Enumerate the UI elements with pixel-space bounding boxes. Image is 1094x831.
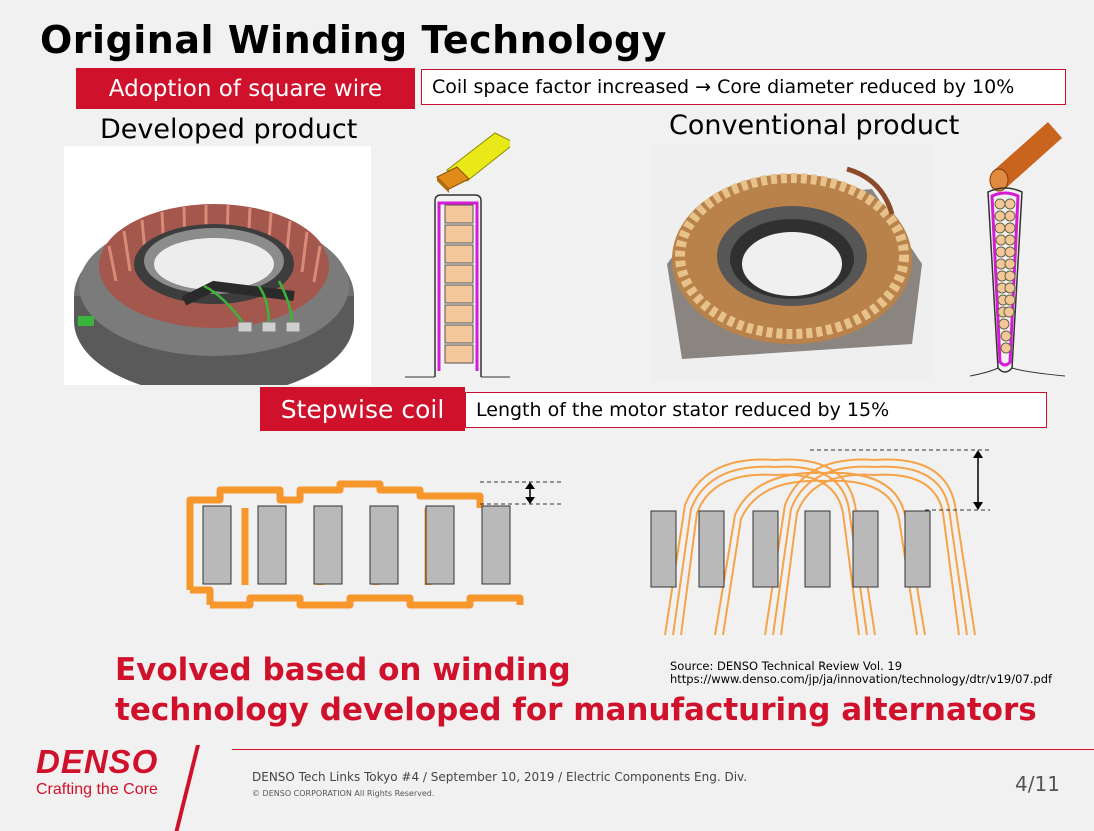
developed-product-caption: Developed product [100, 114, 358, 145]
source-citation: Source: DENSO Technical Review Vol. 19 h… [670, 660, 1052, 686]
stepwise-coil-label: Stepwise coil [260, 387, 465, 431]
page-title: Original Winding Technology [40, 18, 667, 62]
conclusion-text: Evolved based on winding technology deve… [115, 650, 1037, 730]
developed-stator-image [64, 146, 371, 396]
square-wire-note: Coil space factor increased → Core diame… [421, 69, 1066, 105]
stepwise-coil-diagram [180, 470, 565, 615]
conclusion-line-1: Evolved based on winding [115, 652, 571, 688]
round-wire-diagram [969, 110, 1066, 382]
footer-slash [174, 745, 200, 831]
conclusion-line-2: technology developed for manufacturing a… [115, 692, 1037, 728]
page-number: 4/11 [1015, 772, 1060, 796]
conventional-product-caption: Conventional product [669, 110, 960, 141]
conventional-coil-diagram [645, 445, 995, 650]
source-url: https://www.denso.com/jp/ja/innovation/t… [670, 672, 1053, 686]
stepwise-coil-note-text: Length of the motor stator reduced by 15… [476, 399, 890, 421]
footer-copyright: © DENSO CORPORATION All Rights Reserved. [252, 789, 435, 798]
source-line-1: Source: DENSO Technical Review Vol. 19 [670, 659, 903, 673]
denso-tagline: Crafting the Core [36, 781, 158, 798]
square-wire-note-text: Coil space factor increased → Core diame… [432, 76, 1015, 98]
footer-event-info: DENSO Tech Links Tokyo #4 / September 10… [252, 770, 748, 784]
square-wire-label: Adoption of square wire [76, 68, 415, 109]
conventional-stator-image [652, 144, 930, 381]
denso-logo: DENSO [36, 743, 159, 780]
footer-divider [232, 749, 1094, 750]
stepwise-coil-label-text: Stepwise coil [280, 394, 445, 424]
stepwise-coil-note: Length of the motor stator reduced by 15… [465, 392, 1047, 428]
square-wire-diagram [405, 125, 516, 383]
square-wire-label-text: Adoption of square wire [108, 75, 383, 102]
